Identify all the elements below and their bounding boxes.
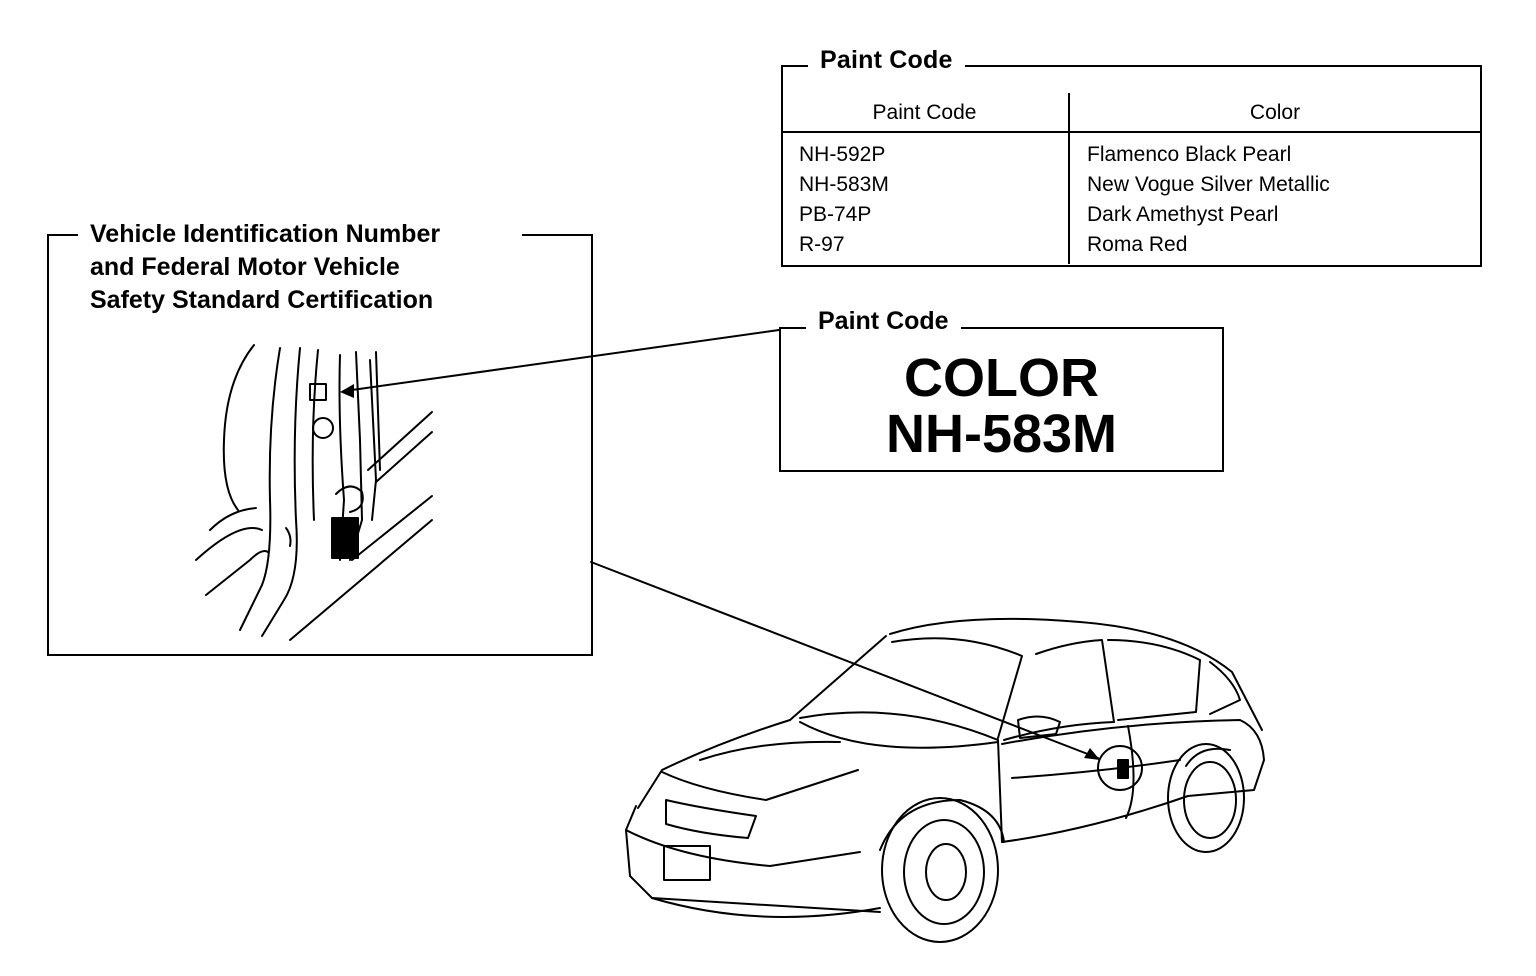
color-cell: Flamenco Black Pearl [1087, 143, 1292, 166]
paint-code-cell: R-97 [799, 233, 845, 256]
vin-title-line3: Safety Standard Certification [90, 286, 434, 314]
table-divider-vertical [1068, 93, 1070, 264]
header-paint-code: Paint Code [872, 101, 977, 124]
color-cell: New Vogue Silver Metallic [1087, 173, 1330, 196]
arrowhead-car [1084, 748, 1100, 760]
color-cell: Dark Amethyst Pearl [1087, 203, 1279, 226]
paint-label-line1: COLOR [904, 348, 1099, 408]
paint-label-text: COLOR NH-583M [781, 350, 1222, 462]
color-cell: Roma Red [1087, 233, 1188, 256]
paint-label-title: Paint Code [806, 307, 961, 336]
arrowhead-pillar [340, 384, 354, 398]
paint-label-line2: NH-583M [885, 404, 1118, 464]
leader-line-paint-label [351, 329, 780, 391]
table-divider-horizontal [781, 131, 1480, 133]
paint-code-cell: NH-592P [799, 143, 886, 166]
vin-title-line2: and Federal Motor Vehicle [90, 253, 400, 281]
paint-code-label [779, 327, 1224, 472]
header-color: Color [1249, 101, 1301, 124]
paint-table-title: Paint Code [808, 46, 965, 75]
vin-title: Vehicle Identification Number and Federa… [78, 218, 522, 317]
door-pillar-illustration [195, 344, 433, 641]
vin-title-line1: Vehicle Identification Number [90, 220, 441, 248]
paint-code-cell: PB-74P [799, 203, 872, 226]
car-illustration [625, 617, 1265, 943]
leader-line-vin-box [590, 561, 1099, 759]
paint-code-table [781, 65, 1482, 267]
paint-code-cell: NH-583M [799, 173, 889, 196]
